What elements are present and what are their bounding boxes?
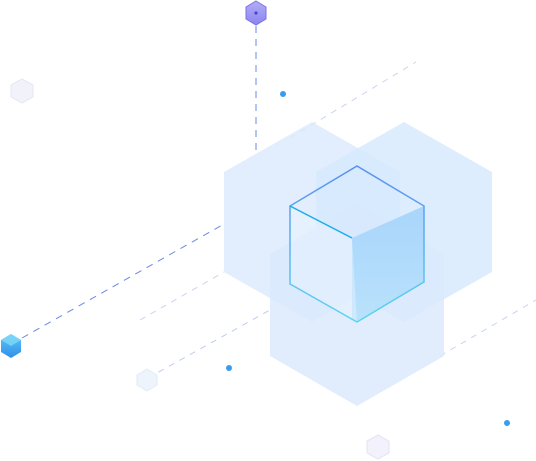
purple-node-dot: [254, 11, 258, 15]
diagonal-dashed-line-left: [21, 223, 225, 339]
faint-hexagon-node-left: [10, 78, 34, 104]
cube-inner-edge: [289, 205, 353, 239]
faint-hexagon-node-bottom: [366, 434, 390, 460]
node-purple-top: [245, 0, 267, 26]
dashed-line-lower-right: [439, 299, 536, 357]
dot-bottom-left: [226, 365, 232, 371]
faint-hexagon-node-middle: [136, 368, 158, 392]
diagonal-dashed-line-lower: [147, 309, 271, 379]
accent-dots: [226, 91, 510, 426]
node-cyan-left: [1, 334, 21, 358]
dashed-line-middle: [139, 271, 225, 321]
dot-bottom-right: [504, 420, 510, 426]
accent-dashed-lines: [21, 26, 257, 339]
cube-right-face: [352, 206, 424, 322]
cube: [289, 165, 425, 323]
cyan-hexagon-top-face: [1, 334, 21, 346]
dot-top: [280, 91, 286, 97]
